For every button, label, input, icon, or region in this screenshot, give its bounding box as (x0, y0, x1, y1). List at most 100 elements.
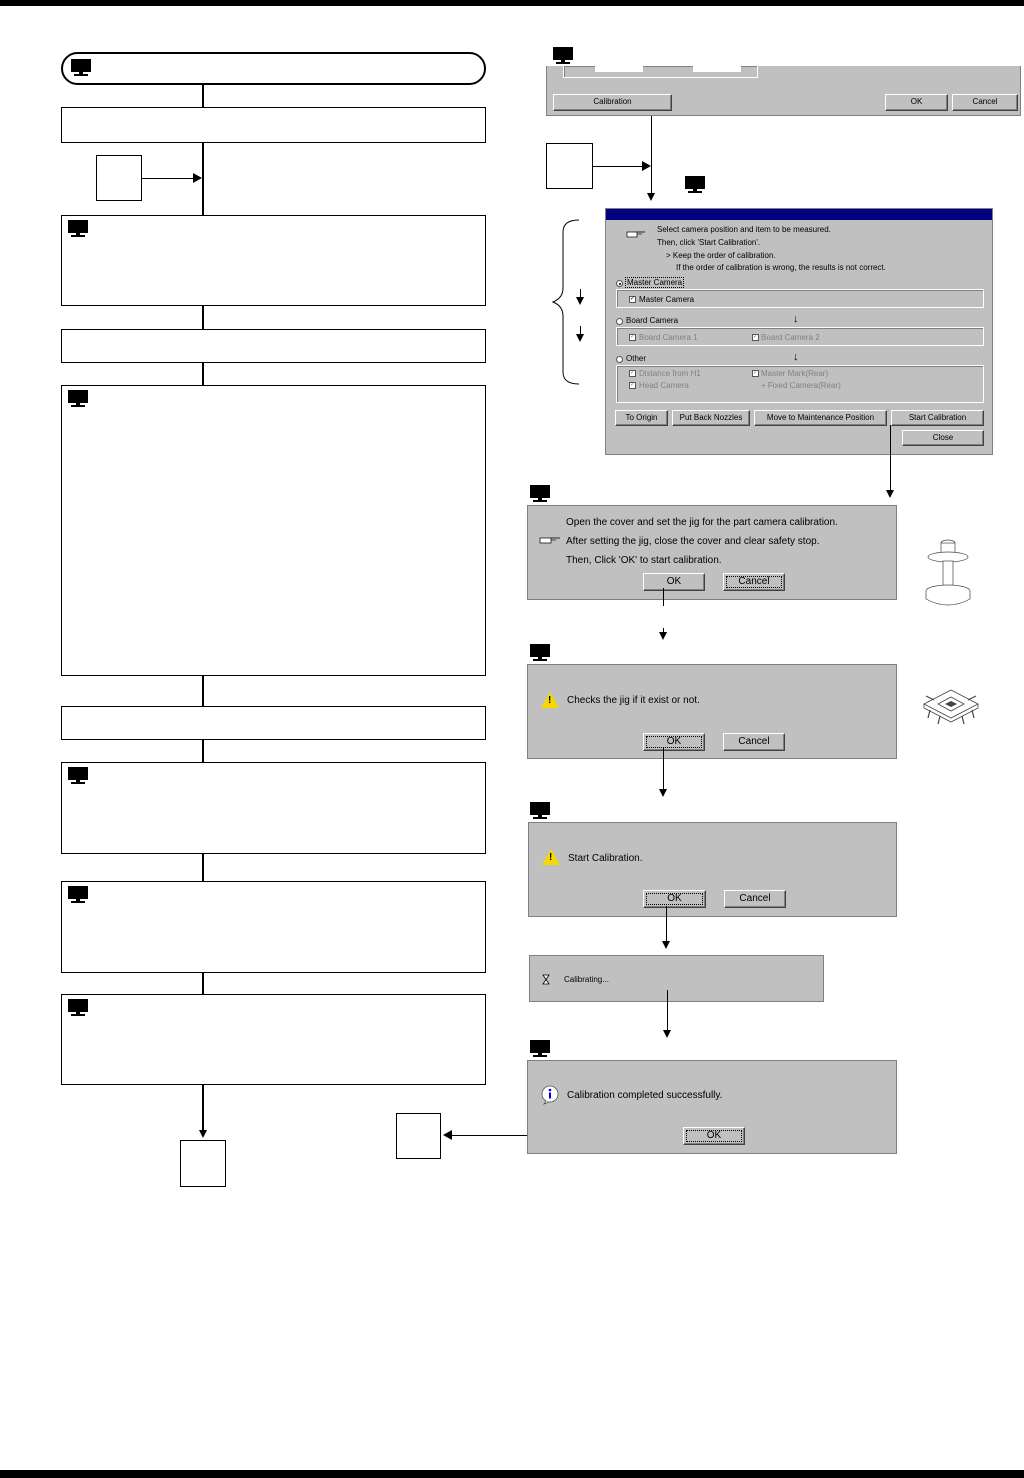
board-camera-radio[interactable] (616, 318, 623, 325)
order-down-arrow: ↓ (793, 351, 799, 363)
value-field[interactable] (595, 66, 643, 72)
ok-button[interactable]: OK (683, 1127, 745, 1145)
calibration-jig-icon (925, 539, 971, 606)
arrow-down-icon (663, 1030, 671, 1038)
monitor-icon (530, 1040, 550, 1058)
flow-arrow-line (663, 628, 664, 633)
flow-connector (202, 85, 204, 107)
to-origin-button[interactable]: To Origin (615, 410, 668, 426)
flow-arrow-line (890, 425, 891, 491)
flow-step-5 (61, 706, 486, 740)
board-camera-group (616, 327, 984, 346)
master-camera-radio[interactable] (616, 280, 623, 287)
calibration-completed-dialog: Calibration completed successfully. OK (527, 1060, 897, 1154)
start-calibration-message: Start Calibration. (568, 853, 643, 864)
board-camera-1-label: Board Camera 1 (639, 333, 698, 342)
ok-button[interactable]: OK (643, 573, 705, 591)
flow-arrow-line (666, 906, 667, 942)
monitor-icon (68, 767, 88, 785)
flow-step-6 (61, 762, 486, 854)
arrow-down-icon (886, 490, 894, 498)
flow-offpage-connector (96, 155, 142, 201)
other-radio[interactable] (616, 356, 623, 363)
monitor-icon (68, 220, 88, 238)
calibrating-progress-dialog: Calibrating... (529, 955, 824, 1002)
flow-connector (202, 1085, 204, 1132)
check-jig-dialog: ! Checks the jig if it exist or not. OK … (527, 664, 897, 759)
other-radio-label[interactable]: Other (626, 354, 647, 363)
head-camera-checkbox[interactable]: ✓ (629, 382, 636, 389)
arrow-down-icon (576, 334, 584, 342)
jig-line-3: Then, Click 'OK' to start calibration. (566, 555, 722, 566)
flow-step-3 (61, 329, 486, 363)
monitor-icon (530, 802, 550, 820)
monitor-icon (68, 999, 88, 1017)
put-back-nozzles-button[interactable]: Put Back Nozzles (672, 410, 750, 426)
monitor-icon (685, 176, 705, 194)
cancel-button[interactable]: Cancel (723, 573, 785, 591)
monitor-icon (71, 59, 91, 77)
cancel-button[interactable]: Cancel (724, 890, 786, 908)
flow-connector (202, 676, 204, 706)
board-camera-2-checkbox[interactable]: ✓ (752, 334, 759, 341)
arrow-down-icon (647, 193, 655, 201)
arrow-left-icon (443, 1130, 452, 1140)
flow-connector (202, 363, 204, 385)
flow-connector-box (546, 143, 593, 189)
value-field[interactable] (693, 66, 741, 72)
calibration-button[interactable]: Calibration (553, 94, 672, 111)
completed-message: Calibration completed successfully. (567, 1090, 723, 1101)
top-border (0, 0, 1024, 6)
pointing-hand-icon (626, 231, 645, 238)
master-mark-rear-checkbox[interactable]: ✓ (752, 370, 759, 377)
flow-arrow-line (651, 116, 652, 194)
master-camera-radio-label[interactable]: Master Camera (624, 277, 685, 288)
cancel-button[interactable]: Cancel (723, 733, 785, 751)
monitor-icon (68, 886, 88, 904)
arrow-down-icon (659, 789, 667, 797)
order-arrow-line (580, 326, 581, 336)
ok-button[interactable]: OK (643, 890, 706, 908)
arrow-right-icon (642, 161, 651, 171)
distance-from-h1-checkbox[interactable]: ✓ (629, 370, 636, 377)
flow-connector (202, 740, 204, 762)
flow-arrow-line (667, 990, 668, 1030)
master-camera-check-label[interactable]: Master Camera (639, 295, 695, 304)
dialog-titlebar (606, 209, 992, 220)
monitor-icon (68, 390, 88, 408)
flow-connector (202, 854, 204, 881)
close-button[interactable]: Close (902, 430, 984, 446)
jig-line-1: Open the cover and set the jig for the p… (566, 517, 838, 528)
flow-step-1 (61, 107, 486, 143)
ok-button[interactable]: OK (643, 733, 705, 751)
set-jig-dialog: Open the cover and set the jig for the p… (527, 505, 897, 600)
ok-button[interactable]: OK (885, 94, 948, 111)
board-camera-1-checkbox[interactable]: ✓ (629, 334, 636, 341)
board-camera-radio-label[interactable]: Board Camera (626, 316, 679, 325)
camera-calibration-dialog: Select camera position and item to be me… (605, 208, 993, 455)
flow-arrow-line (663, 747, 664, 789)
flow-connector (202, 306, 204, 329)
chip-jig-icon (923, 689, 979, 725)
flow-step-7 (61, 881, 486, 973)
monitor-icon (530, 644, 550, 662)
flow-step-4 (61, 385, 486, 676)
move-to-maintenance-button[interactable]: Move to Maintenance Position (754, 410, 887, 426)
monitor-icon (530, 485, 550, 503)
flow-end-connector (180, 1140, 226, 1187)
calibrating-message: Calibrating... (564, 975, 609, 984)
order-down-arrow: ↓ (793, 313, 799, 325)
instruction-line-3: > Keep the order of calibration. (666, 251, 776, 260)
flow-return-connector (396, 1113, 441, 1159)
master-camera-checkbox[interactable]: ✓ (629, 296, 636, 303)
monitor-icon (553, 47, 573, 65)
start-calibration-dialog: ! Start Calibration. OK Cancel (528, 822, 897, 917)
settings-group (563, 66, 758, 78)
check-jig-message: Checks the jig if it exist or not. (567, 695, 700, 706)
start-calibration-button[interactable]: Start Calibration (891, 410, 984, 426)
flow-start-terminator (61, 52, 486, 85)
head-camera-label: Head Camera (639, 381, 689, 390)
fixed-camera-rear-label: + Fixed Camera(Rear) (761, 381, 841, 390)
arrow-right-icon (193, 173, 202, 183)
cancel-button[interactable]: Cancel (952, 94, 1018, 111)
